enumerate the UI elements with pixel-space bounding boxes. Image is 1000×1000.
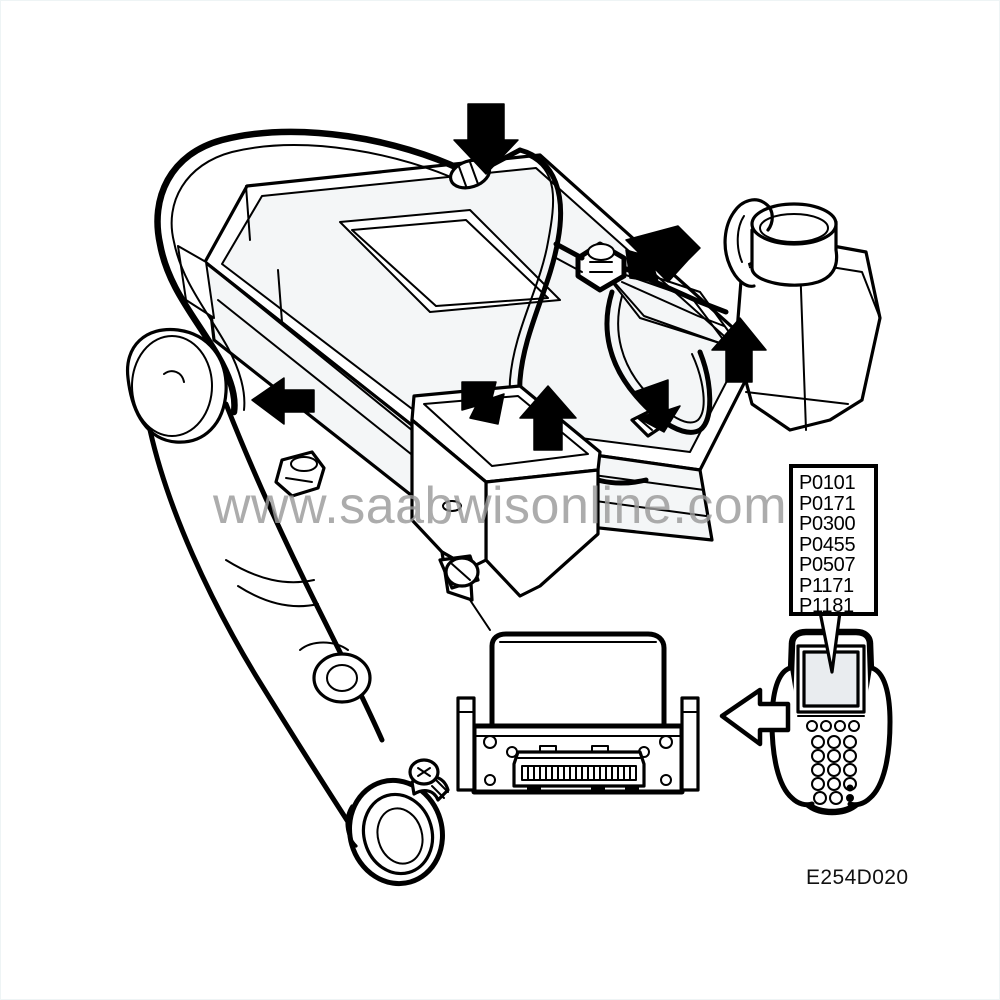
ecu-module [456, 631, 700, 795]
dtc-code-item: P1171 [799, 574, 854, 597]
hose-clamp [408, 758, 450, 802]
duct-end-flange [345, 777, 445, 887]
arrow-manifold-center [519, 385, 577, 451]
arrow-scan-to-ecu [719, 687, 791, 747]
dtc-code-item: P1181 [799, 595, 854, 617]
dtc-code-item: P0101 [799, 472, 856, 494]
dtc-code-item: P0171 [799, 492, 856, 515]
dtc-code-item: P0507 [799, 554, 856, 576]
arrow-duct-fitting [251, 377, 315, 425]
ecu-connector-pins [521, 765, 637, 781]
arrow-purge-valve [625, 225, 701, 283]
throttle-body [410, 384, 602, 631]
dtc-code-item: P0300 [799, 513, 856, 535]
arrow-tank-hose [711, 317, 767, 383]
duct-sensor-boss [274, 450, 326, 498]
dtc-code-item: P0455 [799, 533, 856, 556]
arrow-manifold-left [461, 381, 505, 425]
expansion-tank [723, 198, 882, 432]
throttle-outlet-stub [438, 554, 480, 590]
arrow-manifold-top-hose [453, 103, 519, 175]
diagnostic-trouble-code-list: P0101 P0171 P0300 P0455 P0507 P1171 P118… [789, 464, 878, 616]
duct-mounting-eye [299, 641, 372, 704]
figure-reference-code: E254D020 [806, 866, 909, 889]
arrow-manifold-right [633, 379, 681, 433]
air-intake-duct [125, 327, 450, 887]
